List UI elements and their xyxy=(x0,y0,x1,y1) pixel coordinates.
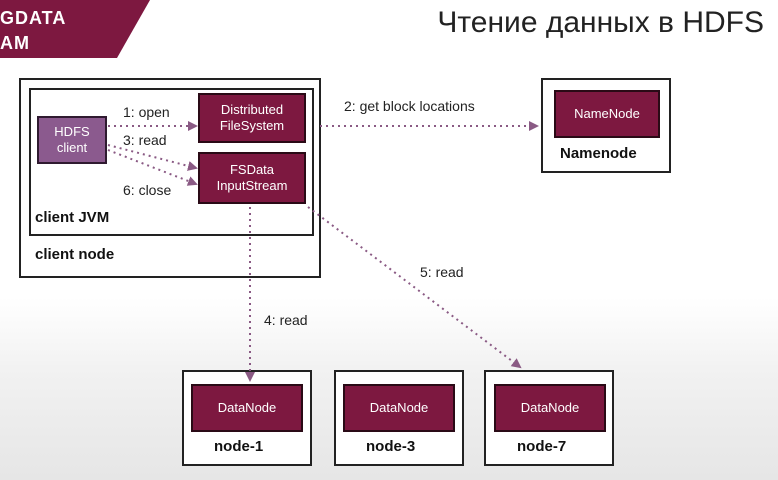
datanode-component-3: DataNode xyxy=(343,384,455,432)
datanode-label-3: node-3 xyxy=(366,438,416,455)
datanode-component-7: DataNode xyxy=(494,384,606,432)
label-read-5: 5: read xyxy=(420,264,464,280)
datanode-label-7: node-7 xyxy=(517,438,567,455)
datanode-component-1: DataNode xyxy=(191,384,303,432)
label-open: 1: open xyxy=(123,104,170,120)
logo-line-1: GDATA xyxy=(0,8,67,28)
label-close: 6: close xyxy=(123,182,172,198)
namenode-label: Namenode xyxy=(560,145,637,162)
client-node-label: client node xyxy=(35,246,115,263)
slide-title: Чтение данных в HDFS xyxy=(437,6,764,39)
label-read-3: 3: read xyxy=(123,132,167,148)
distributed-filesystem: Distributed FileSystem xyxy=(198,93,306,143)
label-get-block: 2: get block locations xyxy=(344,98,475,114)
arrow-close xyxy=(107,149,198,186)
fsdata-inputstream: FSData InputStream xyxy=(198,152,306,204)
arrow-read-5 xyxy=(307,206,522,369)
arrow-read-3 xyxy=(107,144,198,171)
logo-line-2: AM xyxy=(0,33,30,53)
logo: GDATA AM xyxy=(0,0,150,58)
datanode-label-1: node-1 xyxy=(214,438,264,455)
label-read-4: 4: read xyxy=(264,312,308,328)
namenode-component: NameNode xyxy=(554,90,660,138)
hdfs-client: HDFS client xyxy=(37,116,107,164)
client-jvm-label: client JVM xyxy=(35,209,110,226)
